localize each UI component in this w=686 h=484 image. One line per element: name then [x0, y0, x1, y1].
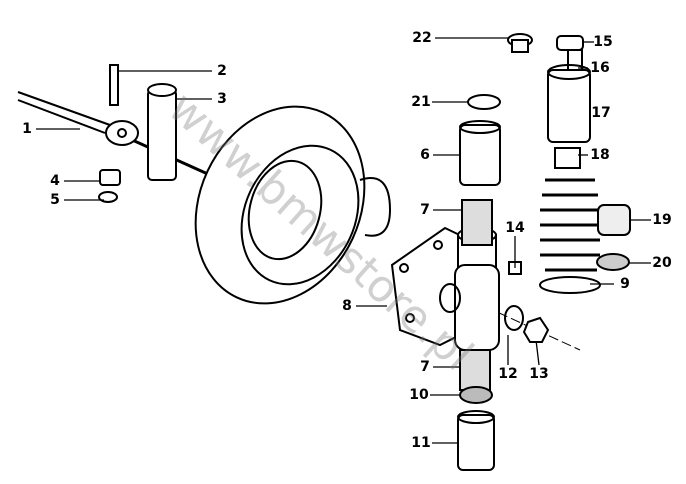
callout-21: 21 [411, 94, 431, 110]
callout-13: 13 [529, 366, 549, 382]
callout-15: 15 [593, 34, 613, 50]
hub-housing [194, 105, 392, 305]
callout-12: 12 [498, 366, 518, 382]
small-parts [457, 33, 631, 471]
callout-5: 5 [50, 192, 60, 208]
callout-4: 4 [50, 173, 60, 189]
callout-17: 17 [591, 105, 611, 121]
callout-2: 2 [217, 63, 227, 79]
callout-20: 20 [652, 255, 672, 271]
callout-10: 10 [409, 387, 429, 403]
callout-7-upper: 7 [420, 202, 430, 218]
callout-3: 3 [217, 91, 227, 107]
callout-19: 19 [652, 212, 672, 228]
callout-22: 22 [412, 30, 432, 46]
callout-7-lower: 7 [420, 359, 430, 375]
callout-1: 1 [22, 121, 32, 137]
lever-rod [17, 64, 211, 203]
callout-6: 6 [420, 147, 430, 163]
callout-14: 14 [505, 220, 525, 236]
callout-16: 16 [590, 60, 610, 76]
callout-11: 11 [411, 435, 431, 451]
callout-18: 18 [590, 147, 610, 163]
callout-8: 8 [342, 298, 352, 314]
callout-9: 9 [620, 276, 630, 292]
